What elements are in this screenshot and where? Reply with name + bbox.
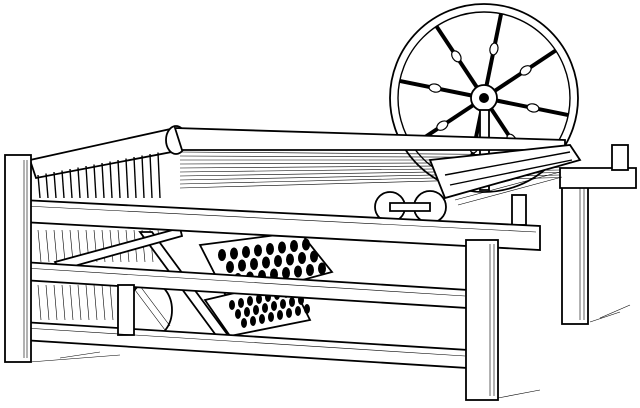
bobbin — [302, 238, 310, 251]
bobbin — [310, 250, 318, 263]
bobbin — [304, 304, 310, 314]
bobbin — [256, 294, 262, 304]
bobbin — [244, 307, 250, 317]
bobbin — [266, 243, 274, 255]
bobbin — [282, 267, 290, 279]
bobbin — [218, 249, 226, 261]
bobbin — [290, 240, 298, 252]
bobbin — [241, 318, 247, 328]
bobbin — [230, 247, 238, 260]
bobbin — [294, 265, 302, 278]
bobbin — [298, 252, 306, 264]
bobbin — [262, 303, 268, 313]
bobbin — [286, 308, 292, 318]
bobbin — [274, 255, 282, 267]
spoke-turning — [436, 120, 449, 131]
bobbin — [286, 253, 294, 266]
bobbin — [271, 301, 277, 311]
bobbin — [226, 261, 234, 273]
bobbin — [278, 241, 286, 254]
spoke-turning — [526, 103, 540, 113]
spindle — [61, 170, 65, 199]
bobbin — [277, 310, 283, 320]
spindle — [141, 155, 145, 199]
front-left-post — [4, 154, 32, 363]
spoke-turning — [428, 83, 442, 93]
bobbin — [295, 306, 301, 316]
bobbin — [253, 305, 259, 315]
bobbin — [268, 312, 274, 322]
spindle-lower — [53, 229, 58, 263]
front-frame — [21, 199, 541, 369]
spindle-bottom — [109, 284, 114, 321]
carriage — [374, 144, 637, 226]
spindle — [157, 152, 161, 199]
bobbin — [250, 316, 256, 326]
spindle — [45, 173, 49, 199]
spindle — [77, 167, 81, 199]
spindle — [93, 164, 97, 199]
spindle — [109, 161, 113, 199]
spindle-bottom — [69, 284, 74, 321]
bobbin — [229, 300, 235, 310]
spindle-bottom — [37, 284, 42, 321]
bobbin — [247, 296, 253, 306]
spindle-bottom — [45, 284, 50, 321]
ground-shadow — [29, 304, 631, 399]
spoke-turning — [519, 65, 532, 76]
front-right-post — [465, 239, 499, 401]
spindle — [149, 153, 153, 199]
bobbin — [262, 256, 270, 269]
spindle-bottom — [101, 284, 106, 321]
spindle-bottom — [93, 284, 98, 321]
spoke-turning — [489, 42, 499, 56]
bobbin — [235, 309, 241, 319]
spindle — [101, 162, 105, 199]
bobbin — [250, 258, 258, 270]
spindle-lower — [45, 229, 50, 263]
spindle — [125, 158, 129, 199]
spindle — [53, 171, 57, 199]
spindle-bottom — [53, 284, 58, 321]
bobbin — [280, 299, 286, 309]
spindle — [85, 165, 89, 199]
spindle-bottom — [61, 284, 66, 321]
spindle-lower — [37, 229, 42, 263]
bobbin — [306, 264, 314, 276]
bobbin — [238, 298, 244, 308]
bobbin — [289, 297, 295, 307]
bobbin — [254, 244, 262, 257]
spindle-bottom — [77, 284, 82, 321]
spoke-turning — [451, 50, 462, 63]
spindle — [117, 159, 121, 199]
bobbin — [318, 262, 326, 275]
bobbin — [238, 259, 246, 272]
spindle — [37, 174, 41, 199]
spindle — [133, 156, 137, 199]
bobbin — [242, 246, 250, 258]
bobbin — [259, 314, 265, 324]
back-right-post — [561, 171, 589, 325]
spindle-bottom — [85, 284, 90, 321]
spindle-lower — [61, 229, 66, 263]
spindle — [69, 168, 73, 199]
